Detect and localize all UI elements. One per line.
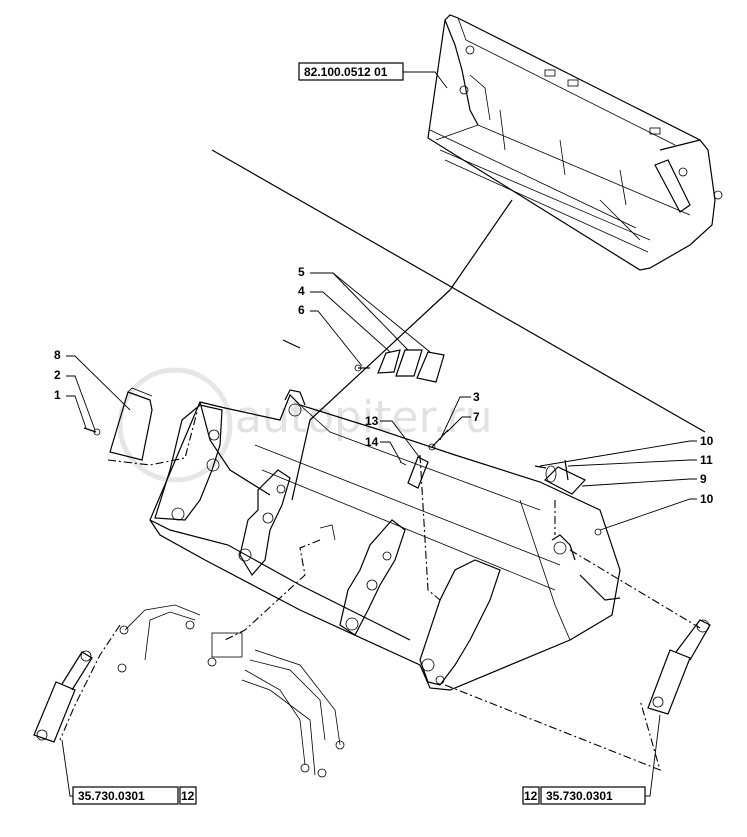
svg-text:13: 13 [365,414,379,428]
callout-2[interactable]: 2 [54,368,96,431]
reference-bottom-right-code: 35.730.0301 [546,789,613,803]
dash-cylinder-right [444,684,661,771]
callout-5[interactable]: 5 [298,265,431,353]
callout-9[interactable]: 9 [581,472,707,487]
reference-bottom-left-qty: 12 [181,789,195,803]
callout-6[interactable]: 6 [298,303,363,367]
guard-plate [83,387,153,461]
callout-1[interactable]: 1 [54,388,87,429]
section-line [211,149,706,433]
svg-text:14: 14 [365,435,379,449]
svg-text:11: 11 [700,453,713,467]
svg-text:4: 4 [298,284,305,298]
reference-top-code: 82.100.0512 01 [304,65,388,79]
svg-text:10: 10 [700,492,714,506]
callout-10-upper[interactable]: 10 [539,434,714,467]
svg-text:6: 6 [298,303,305,317]
hydraulic-cylinder-left [33,650,93,743]
reference-bottom-right[interactable]: 12 35.730.0301 [522,714,661,805]
dash-hose-left [224,539,321,641]
dash-guard-left [107,411,198,466]
callout-13[interactable]: 13 [365,414,421,459]
svg-text:10: 10 [700,434,714,448]
svg-text:1: 1 [54,388,61,402]
reference-bottom-right-qty: 12 [524,789,538,803]
reference-bottom-left-code: 35.730.0301 [78,789,145,803]
svg-text:2: 2 [54,368,61,382]
wear-blocks [354,349,445,383]
section-line-short [282,339,301,349]
callout-3[interactable]: 3 [439,390,480,441]
reference-bottom-left[interactable]: 35.730.0301 12 [61,739,197,805]
hydraulic-cylinder-right [647,619,711,715]
svg-text:9: 9 [700,472,707,486]
svg-text:7: 7 [473,410,480,424]
main-bucket [149,389,621,691]
watermark: autopiter.ru [117,367,493,483]
callout-8[interactable]: 8 [54,348,131,411]
pin-9-10-11 [534,459,602,536]
svg-text:5: 5 [298,265,305,279]
svg-text:3: 3 [473,390,480,404]
link-line-upper [449,199,513,291]
bucket-reference-view [427,14,723,271]
callout-7[interactable]: 7 [446,410,480,433]
watermark-text: autopiter.ru [235,392,493,443]
clip-13-14 [399,456,429,489]
dash-cylinder-rod-right [569,549,701,629]
callout-4[interactable]: 4 [298,284,391,353]
reference-top[interactable]: 82.100.0512 01 [298,62,448,89]
hydraulic-hoses [117,604,345,778]
svg-text:8: 8 [54,348,61,362]
callout-11[interactable]: 11 [567,453,713,467]
pin-3-7 [428,429,449,451]
callout-10-lower[interactable]: 10 [599,492,714,531]
callout-14[interactable]: 14 [365,435,402,463]
dash-plate-right [419,454,441,601]
dash-cylinder-left [59,624,121,741]
link-line-lower [291,289,451,501]
